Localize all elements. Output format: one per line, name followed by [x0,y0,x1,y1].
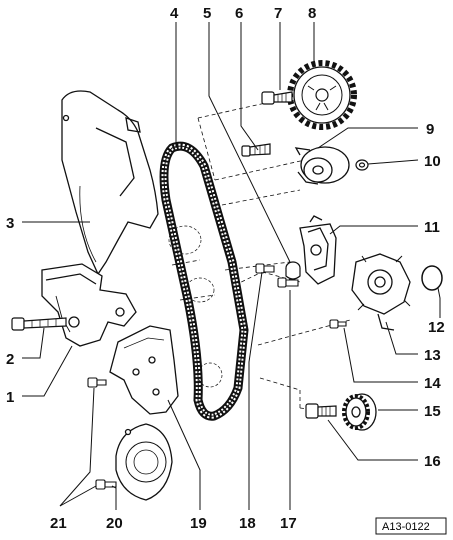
o-ring [421,265,443,291]
callout-16: 16 [424,453,441,470]
callout-4: 4 [170,5,179,22]
cover-bolts [87,377,117,490]
callout-17: 17 [280,515,297,532]
camshaft-sprocket-bolt [261,91,293,105]
reference-code: A13-0122 [382,521,430,533]
callout-20: 20 [106,515,123,532]
leader-lines [22,22,441,510]
reference-code-box: A13-0122 [375,517,447,535]
lower-timing-belt-cover [115,423,173,501]
callout-21: 21 [50,515,67,532]
callout-12: 12 [428,319,445,336]
callout-8: 8 [308,5,316,22]
center-timing-belt-cover [109,325,179,415]
spacer-sleeve [285,261,301,280]
callout-11: 11 [424,219,440,236]
callout-labels: 4 5 6 7 8 9 10 3 11 12 2 13 14 1 15 16 2… [6,5,445,532]
tensioning-roller [294,146,350,185]
toothed-timing-belt [159,141,249,421]
bracket-bolt [11,317,67,331]
callout-9: 9 [426,121,434,138]
callout-2: 2 [6,351,14,368]
callout-15: 15 [424,403,441,420]
callout-5: 5 [203,5,211,22]
crankshaft-sprocket [342,393,377,431]
crankshaft-bolt [305,403,337,419]
engine-mounting-bracket [41,263,137,347]
callout-1: 1 [6,389,14,406]
roller-bolt-17 [277,277,299,288]
callout-14: 14 [424,375,441,392]
callout-3: 3 [6,215,14,232]
callout-10: 10 [424,153,441,170]
tensioner-bolt [241,143,271,157]
callout-13: 13 [424,347,441,364]
upper-timing-belt-cover [61,90,159,276]
coolant-pump [351,253,411,331]
callout-19: 19 [190,515,207,532]
idler-tensioner-unit [299,215,337,285]
pump-bolt [329,319,347,329]
callout-18: 18 [239,515,256,532]
tensioner-nut [355,159,369,171]
callout-7: 7 [274,5,282,22]
callout-6: 6 [235,5,243,22]
camshaft-sprocket [287,60,357,130]
bolt-18 [255,263,275,274]
